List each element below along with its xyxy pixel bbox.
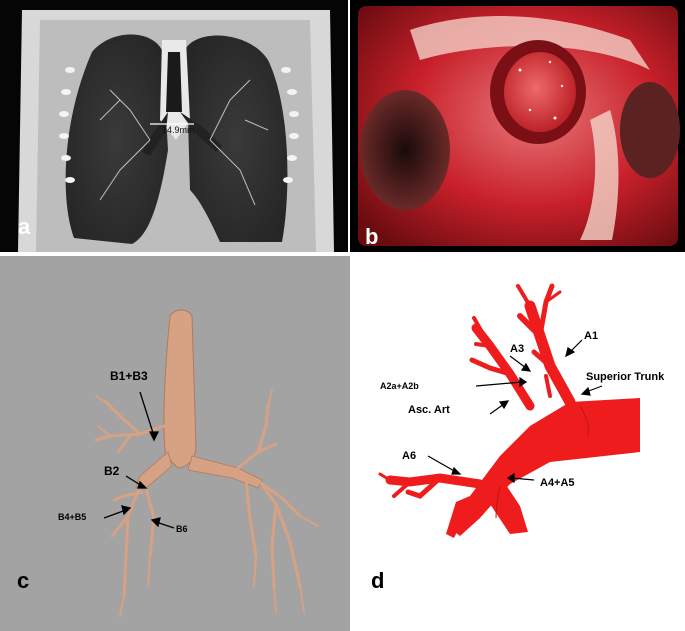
label-b6: B6: [176, 524, 188, 534]
label-b2: B2: [104, 464, 120, 478]
label-a2a-a2b: A2a+A2b: [380, 381, 419, 391]
panel-c-airway-model: B1+B3 B2 B4+B5 B6 c: [0, 256, 350, 631]
artery-reconstruction: [350, 256, 685, 631]
label-a1: A1: [584, 330, 599, 342]
bronchoscopy-image: [350, 0, 685, 252]
label-superior-trunk: Superior Trunk: [586, 371, 665, 383]
panel-b-bronchoscopy: b: [350, 0, 685, 252]
panel-d-artery-model: A1 A3 Superior Trunk A2a+A2b Asc. Art A6…: [350, 256, 685, 631]
label-asc-art: Asc. Art: [408, 404, 450, 416]
label-b1-b3: B1+B3: [110, 369, 148, 383]
measurement-label: 14.9mm: [162, 125, 195, 135]
label-a3: A3: [510, 343, 525, 355]
ct-coronal-image: [0, 0, 348, 252]
panel-letter-a: a: [18, 214, 31, 239]
label-a4-a5: A4+A5: [540, 477, 575, 489]
panel-letter-c: c: [17, 568, 30, 593]
panel-a-ct-scan: 14.9mm a: [0, 0, 348, 252]
label-a6: A6: [402, 450, 417, 462]
label-b4-b5: B4+B5: [58, 512, 87, 522]
panel-letter-d: d: [371, 568, 385, 593]
airway-reconstruction: [0, 256, 350, 631]
panel-letter-b: b: [365, 224, 379, 249]
